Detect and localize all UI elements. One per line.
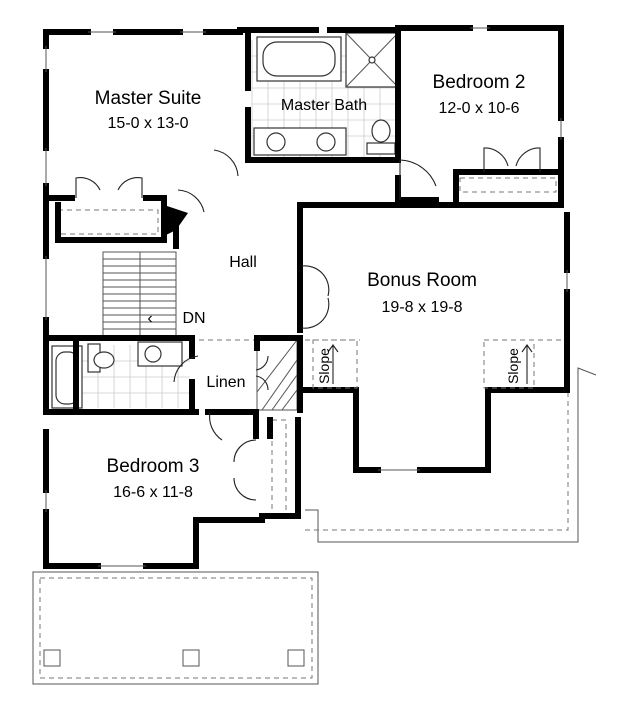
master-suite-name: Master Suite xyxy=(95,88,202,109)
doors xyxy=(75,147,541,501)
hall-name: Hall xyxy=(229,254,257,271)
closet-bedroom2 xyxy=(459,177,557,193)
linen-closet xyxy=(256,339,298,411)
slope-left-marker xyxy=(312,339,358,389)
slope-left-label: Slope xyxy=(316,348,332,384)
bedroom2-dims: 12-0 x 10-6 xyxy=(439,100,520,117)
roof-outline xyxy=(305,367,597,543)
stairs-dn-label: DN xyxy=(182,310,205,327)
vanity-master xyxy=(253,127,347,156)
closet-bedroom3 xyxy=(271,419,287,519)
slope-right-marker xyxy=(483,339,535,389)
slope-right-label: Slope xyxy=(505,348,521,384)
walls xyxy=(43,25,570,569)
bonus-room-dims: 19-8 x 19-8 xyxy=(382,299,463,316)
bedroom3-dims: 16-6 x 11-8 xyxy=(113,484,193,501)
porch-outline xyxy=(32,571,319,685)
sink-hall xyxy=(137,341,183,367)
bedroom3-name: Bedroom 3 xyxy=(107,456,200,477)
stairs-arrow: ‹ xyxy=(147,310,152,327)
bedroom2-name: Bedroom 2 xyxy=(433,72,526,93)
linen-name: Linen xyxy=(206,374,245,391)
staircase xyxy=(102,251,177,337)
windows xyxy=(45,27,568,567)
bonus-room-name: Bonus Room xyxy=(367,270,477,291)
shower-master xyxy=(345,32,399,88)
closet-master xyxy=(57,209,159,235)
master-bath-name: Master Bath xyxy=(281,97,367,114)
master-suite-dims: 15-0 x 13-0 xyxy=(108,115,189,132)
toilet-hall xyxy=(87,343,115,373)
toilet-master xyxy=(366,119,396,155)
bathtub-master xyxy=(256,36,342,82)
